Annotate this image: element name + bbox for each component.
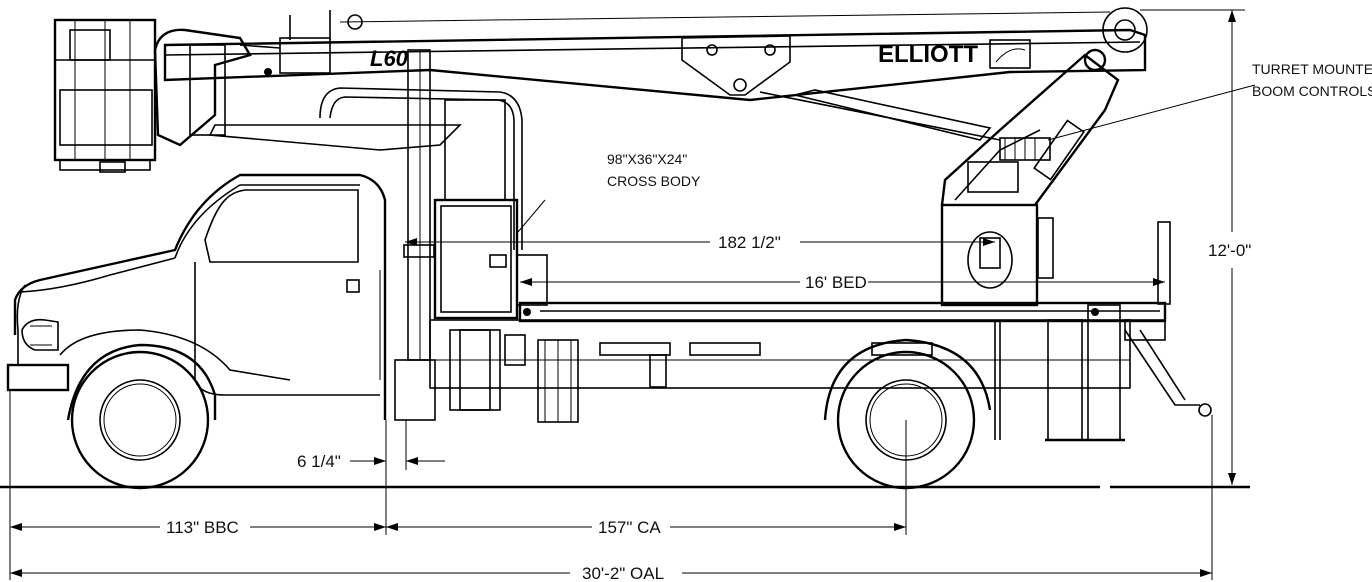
turret-label-line1: TURRET MOUNTED: [1252, 61, 1372, 77]
turret: [940, 53, 1120, 307]
front-wheel: [70, 350, 210, 490]
ca-label: 157" CA: [598, 518, 661, 537]
bbc-label: 113" BBC: [166, 518, 239, 537]
boom-model-label: L60: [370, 46, 409, 71]
crossbody-label-line2: CROSS BODY: [607, 173, 701, 189]
chassis-frame: [429, 221, 1212, 442]
offset-label: 6 1/4": [297, 452, 341, 471]
truck-cab: [6, 173, 436, 421]
dimension-lines: [9, 9, 1256, 580]
cross-body: [208, 49, 548, 361]
platform-bucket: [53, 18, 281, 173]
oal-label: 30'-2" OAL: [582, 564, 664, 582]
turret-label-line2: BOOM CONTROLS: [1252, 83, 1372, 99]
bed-length-label: 16' BED: [805, 273, 867, 292]
crossbody-label-line1: 98"X36"X24": [607, 151, 687, 167]
rear-wheel: [823, 338, 992, 490]
boom: L60 ELLIOTT: [163, 7, 1148, 141]
boom-reach-label: 182 1/2": [718, 233, 781, 252]
overall-height-label: 12'-0": [1208, 241, 1251, 260]
brand-label: ELLIOTT: [878, 41, 978, 68]
